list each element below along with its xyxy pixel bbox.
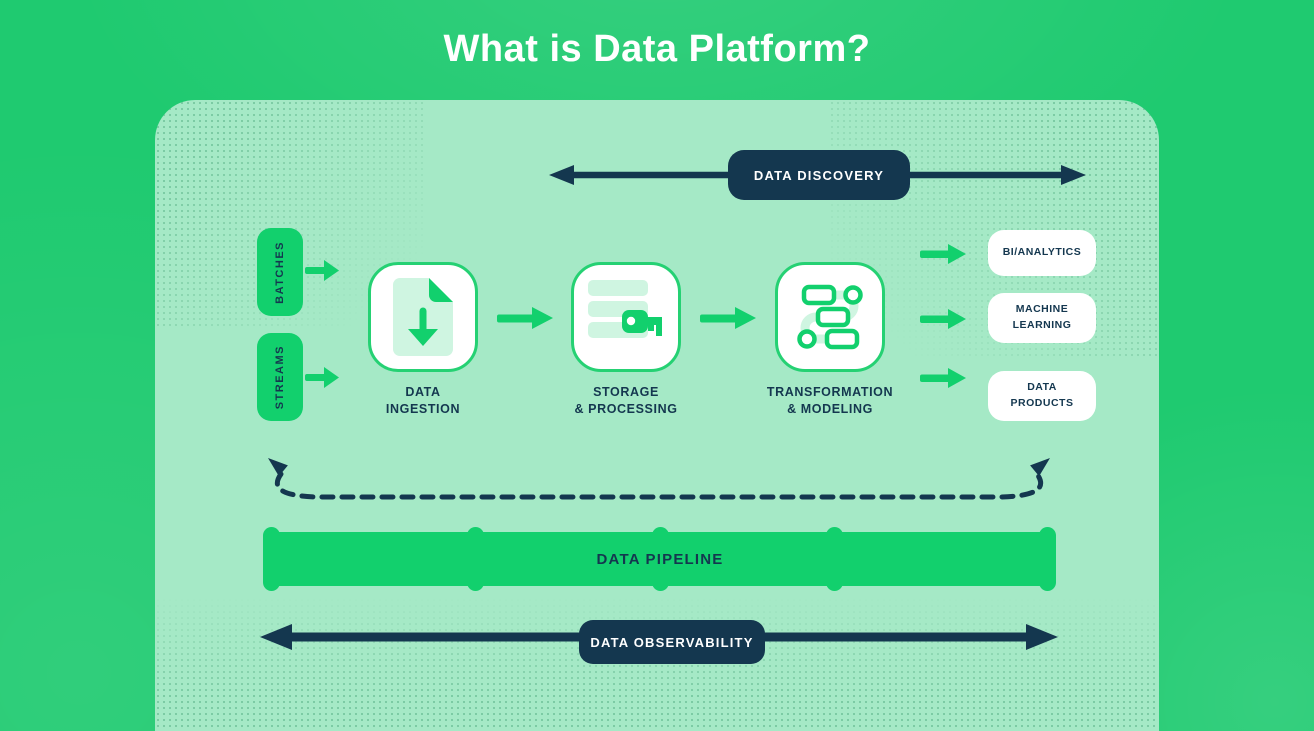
machine-learning-box: MACHINE LEARNING (988, 293, 1096, 343)
batches-box: BATCHES (257, 228, 303, 316)
data-discovery-label: DATA DISCOVERY (753, 167, 885, 183)
output-arrow-bi (920, 244, 966, 264)
data-products-label: DATA PRODUCTS (1010, 381, 1074, 409)
workflow-icon (797, 284, 863, 350)
batches-label: BATCHES (274, 240, 286, 304)
data-discovery-badge: DATA DISCOVERY (728, 150, 910, 200)
diagram-panel: DATA DISCOVERY BATCHES STREAMS DATA INGE (155, 100, 1159, 731)
streams-label: STREAMS (274, 344, 286, 410)
data-products-box: DATA PRODUCTS (988, 371, 1096, 421)
data-ingestion-label: DATA INGESTION (385, 385, 461, 416)
data-pipeline-pipe: DATA PIPELINE (265, 532, 1055, 586)
database-key-icon (588, 280, 662, 338)
document-download-icon (393, 278, 453, 356)
storage-processing-label: STORAGE & PROCESSING (574, 385, 678, 416)
streams-box: STREAMS (257, 333, 303, 421)
machine-learning-label: MACHINE LEARNING (1012, 303, 1072, 331)
page-title: What is Data Platform? (443, 28, 871, 70)
stage-arrow-2 (700, 307, 756, 329)
data-ingestion-box (368, 262, 478, 372)
storage-processing-box (571, 262, 681, 372)
output-arrow-ml (920, 309, 966, 329)
data-observability-badge: DATA OBSERVABILITY (579, 620, 765, 664)
data-observability-label: DATA OBSERVABILITY (590, 634, 754, 650)
transformation-modeling-box (775, 262, 885, 372)
batches-arrow (305, 260, 339, 281)
streams-arrow (305, 367, 339, 388)
key-glyph (622, 310, 662, 336)
data-pipeline-label: DATA PIPELINE (596, 550, 724, 568)
transformation-modeling-label: TRANSFORMATION & MODELING (766, 385, 894, 416)
feedback-dashed-arrow (268, 458, 1050, 500)
stage-arrow-1 (497, 307, 553, 329)
bi-analytics-box: BI/ANALYTICS (988, 230, 1096, 276)
bi-analytics-label: BI/ANALYTICS (1002, 246, 1082, 259)
output-arrow-dp (920, 368, 966, 388)
